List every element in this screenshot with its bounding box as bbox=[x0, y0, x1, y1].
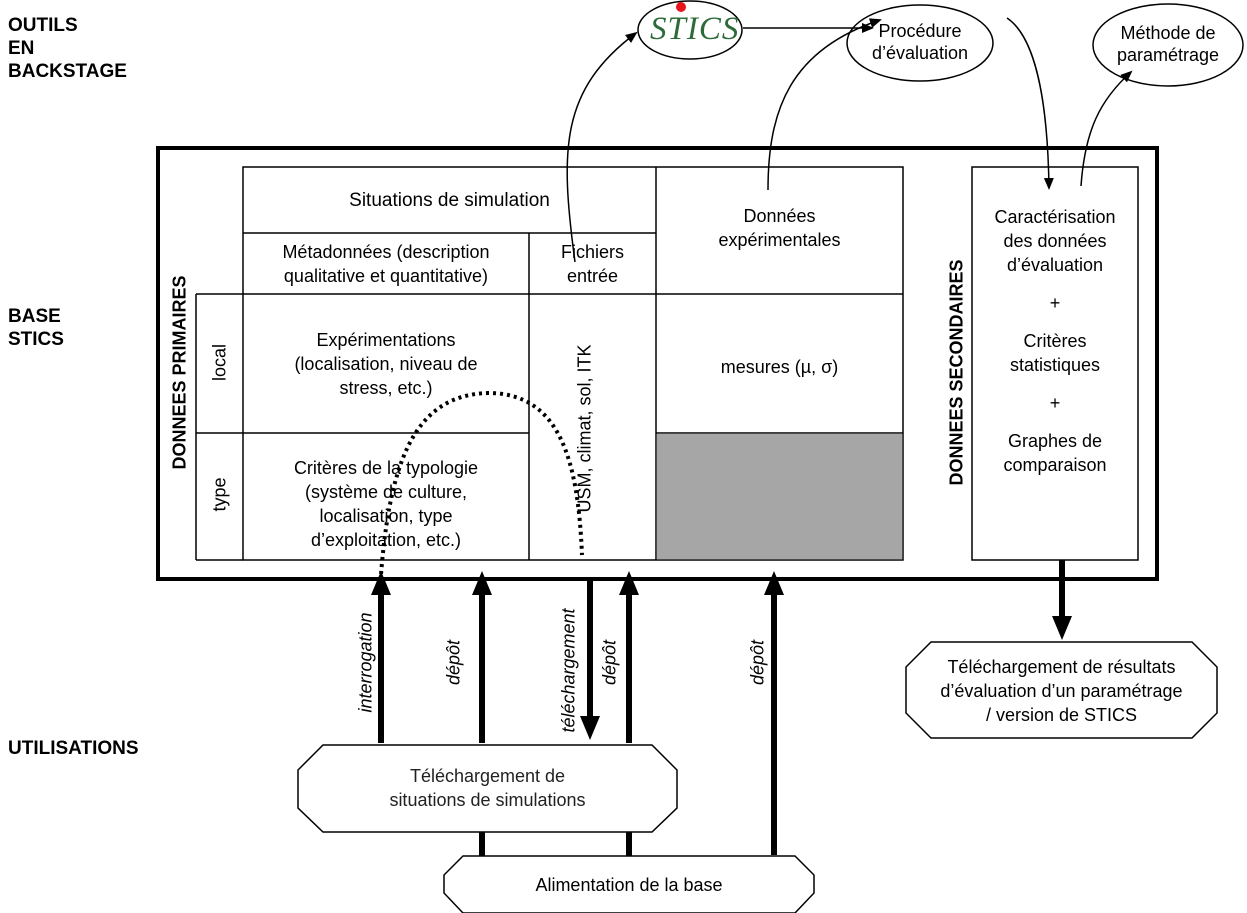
section-outils: OUTILS EN BACKSTAGE bbox=[8, 14, 127, 83]
local-cell-text: Expérimentations (localisation, niveau d… bbox=[243, 328, 529, 400]
secondary-line2b: statistiques bbox=[1009, 355, 1101, 375]
procedure-line2: d’évaluation bbox=[871, 43, 969, 63]
label-telechargement: téléchargement bbox=[558, 608, 579, 733]
methode-ellipse bbox=[1092, 3, 1244, 87]
connector-arrows bbox=[566, 17, 1133, 263]
telech-resultats-box[interactable]: Téléchargement de résultats d’évaluation… bbox=[906, 655, 1217, 727]
local-text-line1: Expérimentations bbox=[316, 330, 456, 350]
telech-situations-shape bbox=[297, 744, 678, 833]
row-type-label: type bbox=[209, 477, 230, 512]
local-text-line2: (localisation, niveau de bbox=[294, 354, 478, 374]
local-text-line3: stress, etc.) bbox=[339, 378, 433, 398]
primary-table bbox=[195, 166, 904, 561]
methode-line1: Méthode de bbox=[1120, 23, 1216, 43]
secondary-content: Caractérisation des données d’évaluation… bbox=[972, 205, 1138, 477]
measures-cell: mesures (µ, σ) bbox=[720, 357, 839, 377]
metadata-header: Métadonnées (description qualitative et … bbox=[243, 240, 529, 288]
metadata-header-line1: Métadonnées (description bbox=[282, 242, 490, 262]
secondary-line1b: des données bbox=[1003, 231, 1107, 251]
secondary-line1c: d’évaluation bbox=[1006, 255, 1104, 275]
telech-resultats-shape bbox=[905, 641, 1218, 739]
type-text-line3: localisation, type bbox=[319, 506, 453, 526]
methode-label: Méthode de paramétrage bbox=[1095, 22, 1241, 66]
metadata-header-line2: qualitative et quantitative) bbox=[283, 266, 489, 286]
secondary-line3a: Graphes de bbox=[1007, 431, 1103, 451]
exp-data-header: Données expérimentales bbox=[656, 204, 903, 252]
section-outils-line1: OUTILS bbox=[8, 15, 78, 36]
situations-header: Situations de simulation bbox=[349, 190, 550, 211]
stics-logo-dot bbox=[676, 2, 686, 12]
base-stics-frame bbox=[156, 146, 1159, 581]
secondary-group-label: DONNEES SECONDAIRES bbox=[946, 259, 967, 486]
type-text-line4: d’exploitation, etc.) bbox=[310, 530, 462, 550]
row-local-label: local bbox=[209, 343, 230, 382]
telech-resultats-line2: d’évaluation d’un paramétrage bbox=[940, 681, 1183, 701]
section-utilisations: UTILISATIONS bbox=[8, 738, 139, 759]
label-depot-2: dépôt bbox=[599, 639, 620, 686]
methode-line2: paramétrage bbox=[1116, 45, 1220, 65]
shaded-cell bbox=[656, 433, 903, 560]
label-depot-3: dépôt bbox=[747, 639, 768, 686]
exp-data-header-line2: expérimentales bbox=[718, 230, 841, 250]
section-base-line2: STICS bbox=[8, 329, 64, 350]
section-base-line1: BASE bbox=[8, 306, 61, 327]
secondary-line1a: Caractérisation bbox=[994, 207, 1116, 227]
files-content: USM, climat, sol, ITK bbox=[574, 344, 595, 513]
section-outils-line2: EN bbox=[8, 38, 35, 59]
procedure-line1: Procédure bbox=[878, 21, 962, 41]
telech-resultats-line1: Téléchargement de résultats bbox=[947, 657, 1176, 677]
primary-group-label: DONNEES PRIMAIRES bbox=[169, 275, 190, 470]
label-depot-1: dépôt bbox=[443, 639, 464, 686]
secondary-box bbox=[971, 166, 1139, 561]
label-interrogation: interrogation bbox=[355, 612, 376, 713]
procedure-label: Procédure d’évaluation bbox=[850, 20, 990, 64]
type-cell-text: Critères de la typologie (système de cul… bbox=[243, 456, 529, 552]
secondary-line2a: Critères bbox=[1023, 331, 1087, 351]
exp-data-header-line1: Données bbox=[743, 206, 816, 226]
type-text-line1: Critères de la typologie bbox=[293, 458, 479, 478]
files-header-line2: entrée bbox=[566, 266, 619, 286]
type-text-line2: (système de culture, bbox=[304, 482, 468, 502]
stics-logo: STICS bbox=[650, 11, 740, 47]
secondary-line3b: comparaison bbox=[1003, 455, 1107, 475]
secondary-plus1: + bbox=[1049, 293, 1061, 313]
stics-ellipse bbox=[637, 0, 743, 60]
secondary-plus2: + bbox=[1049, 393, 1061, 413]
section-outils-line3: BACKSTAGE bbox=[8, 61, 127, 82]
dotted-arc bbox=[378, 390, 584, 589]
telech-situations-box[interactable]: Téléchargement de situations de simulati… bbox=[298, 764, 677, 812]
thick-arrows bbox=[371, 560, 1072, 856]
telech-situations-line1: Téléchargement de bbox=[409, 766, 566, 786]
files-header-line1: Fichiers bbox=[560, 242, 624, 262]
procedure-ellipse bbox=[846, 4, 994, 82]
telech-situations-line2: situations de simulations bbox=[389, 790, 586, 810]
files-header: Fichiers entrée bbox=[529, 240, 656, 288]
telech-resultats-line3: / version de STICS bbox=[985, 705, 1138, 725]
alimentation-shape bbox=[443, 855, 815, 913]
alimentation-box[interactable]: Alimentation de la base bbox=[535, 875, 723, 895]
section-base: BASE STICS bbox=[8, 305, 64, 351]
